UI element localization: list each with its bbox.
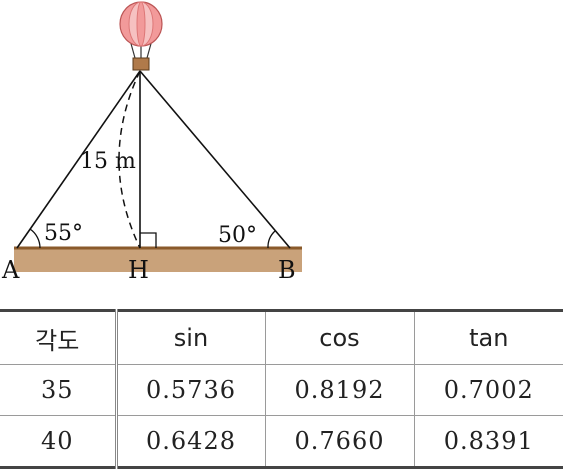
cell-tan: 0.8391 [413, 415, 563, 469]
label-point-A: A [1, 256, 20, 284]
right-angle-mark [140, 232, 157, 248]
cell-tan: 0.7002 [413, 364, 563, 416]
cell-sin: 0.6428 [115, 415, 265, 469]
dashed-arc-15m [118, 70, 141, 249]
balloon-diagram: 15 m 55° 50° A H B [1, 1, 302, 284]
line-B-P [139, 70, 291, 249]
header-tan: tan [413, 309, 563, 365]
label-point-B: B [278, 256, 296, 284]
angle-arc-A [29, 228, 41, 249]
cell-angle: 40 [0, 415, 118, 469]
cell-sin: 0.5736 [115, 364, 265, 416]
header-angle: 각도 [0, 309, 118, 365]
table-row: 35 0.5736 0.8192 0.7002 [0, 364, 563, 416]
line-A-P [16, 70, 141, 249]
label-15m: 15 m [80, 149, 136, 174]
cell-cos: 0.7660 [264, 415, 414, 469]
cell-angle: 35 [0, 364, 118, 416]
label-point-H: H [128, 256, 149, 284]
table-row: 40 0.6428 0.7660 0.8391 [0, 415, 563, 469]
ground [14, 248, 302, 272]
angle-arc-B [267, 230, 276, 249]
trig-table: 각도 sin cos tan 35 0.5736 0.8192 0.7002 4… [0, 309, 563, 469]
cell-cos: 0.8192 [264, 364, 414, 416]
header-cos: cos [264, 309, 414, 365]
header-sin: sin [115, 309, 265, 365]
label-angle-B: 50° [218, 223, 257, 248]
table-header-row: 각도 sin cos tan [0, 309, 563, 365]
label-angle-A: 55° [44, 221, 83, 246]
balloon-icon [119, 1, 163, 71]
